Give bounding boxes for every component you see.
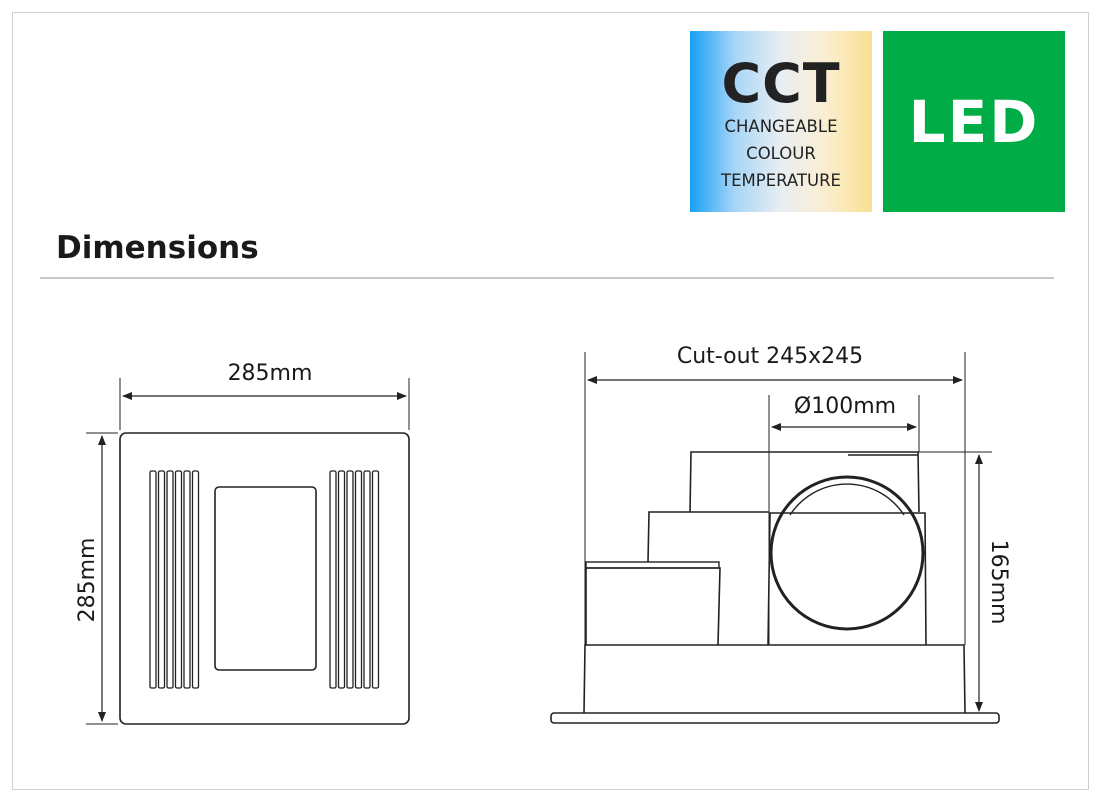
front-view (86, 378, 410, 725)
cutout-label: Cut-out 245x245 (677, 344, 863, 369)
motor-box-cap (585, 561, 720, 569)
front-width-label: 285mm (228, 361, 313, 386)
led-badge-title: LED (908, 87, 1040, 156)
grille-slat (174, 470, 183, 689)
right-grille (329, 470, 380, 689)
motor-box (585, 567, 721, 646)
grille-slat (354, 470, 363, 689)
cct-badge-line2: COLOUR (746, 144, 816, 163)
grille-slat (371, 470, 380, 689)
side-height-label: 165mm (986, 540, 1011, 625)
middle-housing (647, 511, 769, 563)
page-border (12, 12, 1089, 790)
grille-slat (346, 470, 354, 689)
grille-slat (363, 470, 371, 689)
grille-slat (149, 470, 157, 689)
cct-badge-line1: CHANGEABLE (724, 117, 838, 136)
light-panel (214, 486, 317, 671)
grille-slat (337, 470, 346, 689)
duct-diameter-label: Ø100mm (794, 394, 896, 419)
front-height-label: 285mm (75, 538, 100, 623)
duct-housing (767, 512, 927, 646)
cct-badge-title: CCT (721, 52, 841, 115)
left-grille (149, 470, 200, 689)
grille-slat (166, 470, 174, 689)
upper-housing (689, 451, 920, 513)
duct-inner-rim (789, 483, 905, 516)
flange (550, 712, 1000, 724)
grille-slat (191, 470, 200, 689)
side-view (550, 352, 1000, 724)
fan-face-plate (119, 432, 410, 725)
led-badge: LED (883, 31, 1065, 212)
grille-slat (329, 470, 337, 689)
section-divider (40, 277, 1054, 279)
section-title: Dimensions (56, 230, 259, 266)
cct-badge: CCT CHANGEABLE COLOUR TEMPERATURE (690, 31, 872, 212)
duct-outlet (769, 475, 925, 631)
cct-badge-line3: TEMPERATURE (721, 171, 841, 190)
housing-base (583, 644, 966, 714)
grille-slat (183, 470, 191, 689)
grille-slat (157, 470, 166, 689)
